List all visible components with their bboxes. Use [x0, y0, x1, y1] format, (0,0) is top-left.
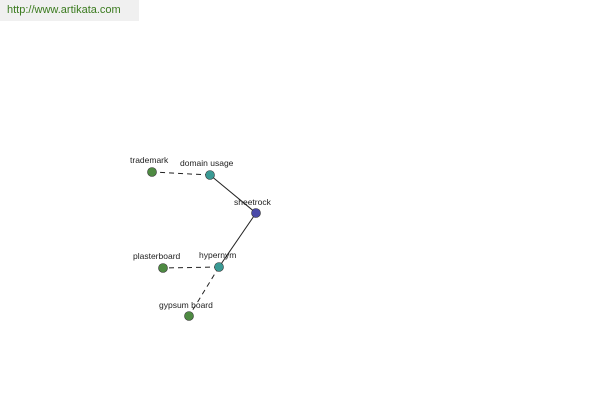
label-gypsum-board: gypsum board — [159, 300, 213, 310]
edge-hypernym-gypsum-board — [188, 266, 220, 317]
edge-domain-usage-trademark — [151, 171, 211, 176]
node-gypsum-board[interactable] — [184, 311, 194, 321]
label-plasterboard: plasterboard — [133, 251, 181, 261]
url-bar: http://www.artikata.com — [0, 0, 139, 21]
node-trademark[interactable] — [147, 167, 157, 177]
label-trademark: trademark — [130, 155, 169, 165]
label-sheetrock: sheetrock — [234, 197, 272, 207]
node-plasterboard[interactable] — [158, 263, 168, 273]
site-url-link[interactable]: http://www.artikata.com — [7, 4, 121, 16]
edge-sheetrock-hypernym — [218, 212, 257, 268]
edge-hypernym-plasterboard — [162, 266, 220, 269]
node-hypernym[interactable] — [214, 262, 224, 272]
edges-layer — [151, 171, 257, 317]
node-sheetrock[interactable] — [251, 208, 261, 218]
edge-sheetrock-domain-usage — [209, 174, 257, 214]
labels-layer: trademark domain usage sheetrock plaster… — [130, 155, 272, 310]
node-domain-usage[interactable] — [205, 170, 215, 180]
label-hypernym: hypernym — [199, 250, 236, 260]
label-domain-usage: domain usage — [180, 158, 234, 168]
nodes-layer — [147, 167, 261, 321]
